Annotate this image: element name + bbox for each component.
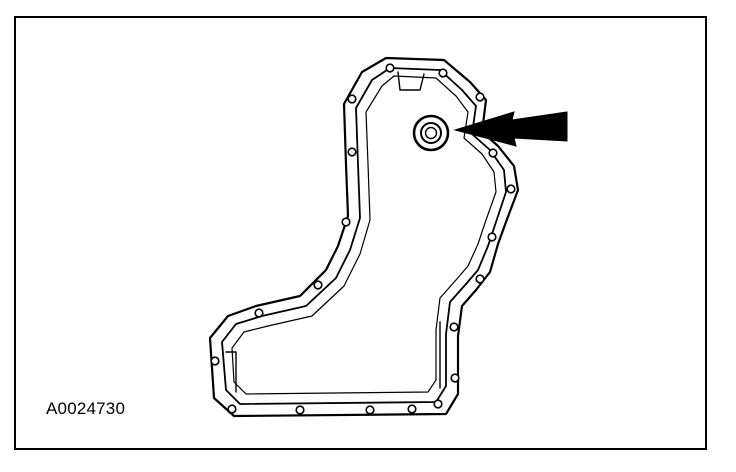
bolt-holes: [210, 63, 516, 415]
pointer-arrow: [453, 111, 568, 147]
gasket-flange-line: [231, 75, 497, 395]
drain-plug-mid: [420, 122, 442, 144]
bolt-hole: [365, 405, 375, 415]
bolt-hole: [254, 308, 264, 318]
bolt-hole: [449, 322, 459, 332]
drain-plug-outer: [412, 114, 450, 152]
drain-plug-hex: [424, 126, 438, 140]
bolt-hole: [475, 274, 485, 284]
figure-id-label: A0024730: [46, 399, 126, 418]
bolt-hole: [438, 68, 448, 78]
bolt-hole: [210, 356, 220, 366]
bolt-hole: [313, 280, 323, 290]
bolt-hole: [506, 184, 516, 194]
bolt-hole: [385, 63, 395, 73]
gasket-notch: [397, 71, 425, 91]
bolt-hole: [450, 373, 460, 383]
bolt-hole: [488, 148, 498, 158]
bolt-hole: [347, 147, 357, 157]
gasket-inner-outline: [221, 67, 507, 405]
bolt-hole: [475, 92, 485, 102]
drain-plug: [412, 114, 450, 152]
bolt-hole: [407, 404, 417, 414]
figure-frame: [14, 16, 707, 450]
bolt-hole: [487, 232, 497, 242]
bolt-hole: [227, 404, 237, 414]
gasket-outer-outline: [208, 56, 520, 418]
bolt-hole: [347, 94, 357, 104]
gasket-notch-lower: [225, 351, 237, 393]
bolt-hole: [433, 399, 443, 409]
bolt-hole: [295, 405, 305, 415]
bolt-hole: [341, 217, 351, 227]
